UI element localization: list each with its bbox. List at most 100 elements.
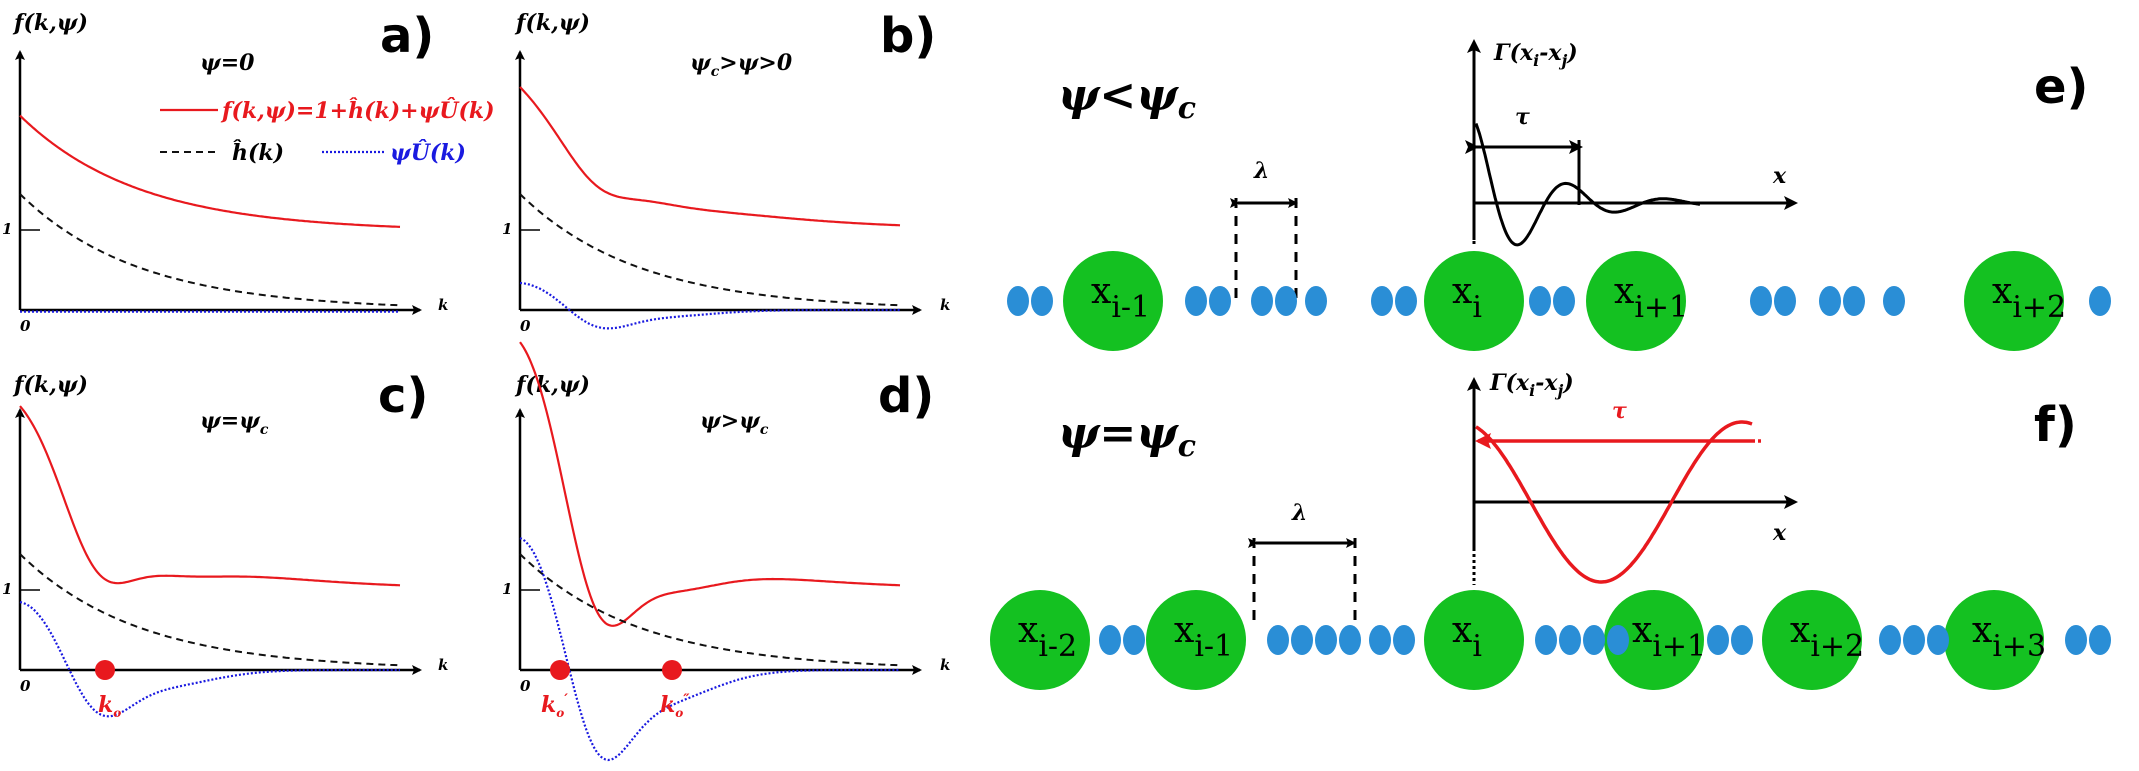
u-curve (519, 281, 900, 330)
panel-condition: ψ>ψc (700, 408, 769, 438)
small-particle (1529, 286, 1551, 316)
small-particle (1339, 625, 1361, 655)
small-particle (1583, 625, 1605, 655)
panel-letter: c) (378, 368, 428, 424)
small-particle (1535, 625, 1557, 655)
small-particle (1031, 286, 1053, 316)
panel-b: f(k,ψ) k 0 1 b) ψc>ψ>0 (502, 8, 950, 335)
x-axis-label: k (438, 296, 448, 314)
atom-label: xi+3 (1972, 610, 2046, 664)
lambda-label: λ (1291, 500, 1307, 526)
f-curve (19, 114, 401, 228)
y-axis-label: f(k,ψ) (12, 372, 88, 398)
unit-label: 1 (502, 580, 512, 598)
unit-label: 1 (2, 220, 12, 238)
panel-letter: e) (2034, 59, 2089, 115)
atom-label: xi-1 (1174, 610, 1233, 664)
small-particle (1123, 625, 1145, 655)
small-particle (2065, 625, 2087, 655)
tau-label: τ (1515, 104, 1530, 130)
atom-i-2 (990, 590, 1090, 690)
x-axis-label: k (438, 656, 448, 674)
root-label-2: ko″ (660, 692, 690, 720)
small-particle (1185, 286, 1207, 316)
unit-label: 1 (502, 220, 512, 238)
atom-i+1 (1604, 590, 1704, 690)
small-particle (1369, 625, 1391, 655)
small-particle (1275, 286, 1297, 316)
atom-label: xi (1452, 271, 1482, 325)
u-curve (19, 601, 400, 718)
atom-i+2 (1762, 590, 1862, 690)
f-curve (519, 86, 901, 227)
atom-i (1424, 251, 1524, 351)
y-axis-label: f(k,ψ) (12, 10, 88, 36)
gamma-label: Γ(xi-xj) (1489, 370, 1574, 400)
h-curve (19, 553, 401, 667)
legend-u-label: ψÛ(k) (390, 139, 466, 166)
legend: f(k,ψ)=1+ĥ(k)+ψÛ(k) ĥ(k) ψÛ(k) (160, 97, 495, 166)
small-particle (1819, 286, 1841, 316)
small-particle (1843, 286, 1865, 316)
panel-letter: f) (2034, 397, 2077, 453)
root-label-1: ko′ (541, 692, 568, 720)
origin-label: 0 (520, 317, 531, 335)
small-particle (1305, 286, 1327, 316)
atom-i-1 (1063, 251, 1163, 351)
atom-i+2 (1964, 251, 2064, 351)
small-particle (1251, 286, 1273, 316)
small-particle (1750, 286, 1772, 316)
panel-a: f(k,ψ) k 0 1 a) ψ=0 f(k,ψ)=1+ĥ(k)+ψÛ(k) … (2, 8, 495, 335)
small-particle (1209, 286, 1231, 316)
f-curve (519, 341, 901, 627)
atom-i+1 (1586, 251, 1686, 351)
y-axis-label: f(k,ψ) (514, 10, 590, 36)
h-curve (519, 193, 901, 307)
panel-letter: d) (878, 368, 934, 424)
small-particle (1731, 625, 1753, 655)
x-axis-label: x (1772, 163, 1787, 189)
lambda-label: λ (1253, 158, 1269, 184)
panel-letter: b) (880, 8, 936, 64)
small-particle (1883, 286, 1905, 316)
atom-label: xi+1 (1632, 610, 1706, 664)
h-curve (19, 193, 401, 307)
small-particle (1559, 625, 1581, 655)
y-axis-label: f(k,ψ) (514, 372, 590, 398)
small-particle (1903, 625, 1925, 655)
h-curve (519, 553, 901, 667)
atom-label: xi+2 (1790, 610, 1864, 664)
origin-label: 0 (20, 677, 31, 695)
origin-label: 0 (520, 677, 531, 695)
small-particle (1395, 286, 1417, 316)
atom-i-1 (1146, 590, 1246, 690)
root-label: ko (98, 692, 121, 720)
small-particle (1291, 625, 1313, 655)
panel-condition: ψ=ψc (200, 408, 269, 438)
x-axis-label: x (1772, 520, 1787, 546)
gamma-label: Γ(xi-xj) (1493, 40, 1578, 70)
small-particle (2089, 625, 2111, 655)
panel-d: f(k,ψ) k 0 1 d) ψ>ψc ko′ ko″ (502, 341, 950, 762)
x-axis-label: k (940, 656, 950, 674)
panel-condition: ψ=0 (200, 50, 255, 76)
atom-label: xi+1 (1614, 271, 1688, 325)
atom-i+3 (1944, 590, 2044, 690)
u-curve (519, 537, 900, 762)
panel-letter: a) (380, 8, 434, 64)
legend-f-label: f(k,ψ)=1+ĥ(k)+ψÛ(k) (220, 97, 495, 124)
small-particle (1879, 625, 1901, 655)
small-particle (2089, 286, 2111, 316)
small-particle (1099, 625, 1121, 655)
small-particle (1553, 286, 1575, 316)
atom-label: xi-1 (1091, 271, 1150, 325)
correlation-curve (1475, 420, 1753, 584)
small-particle (1315, 625, 1337, 655)
root-marker (95, 660, 115, 680)
small-particle (1607, 625, 1629, 655)
origin-label: 0 (20, 317, 31, 335)
